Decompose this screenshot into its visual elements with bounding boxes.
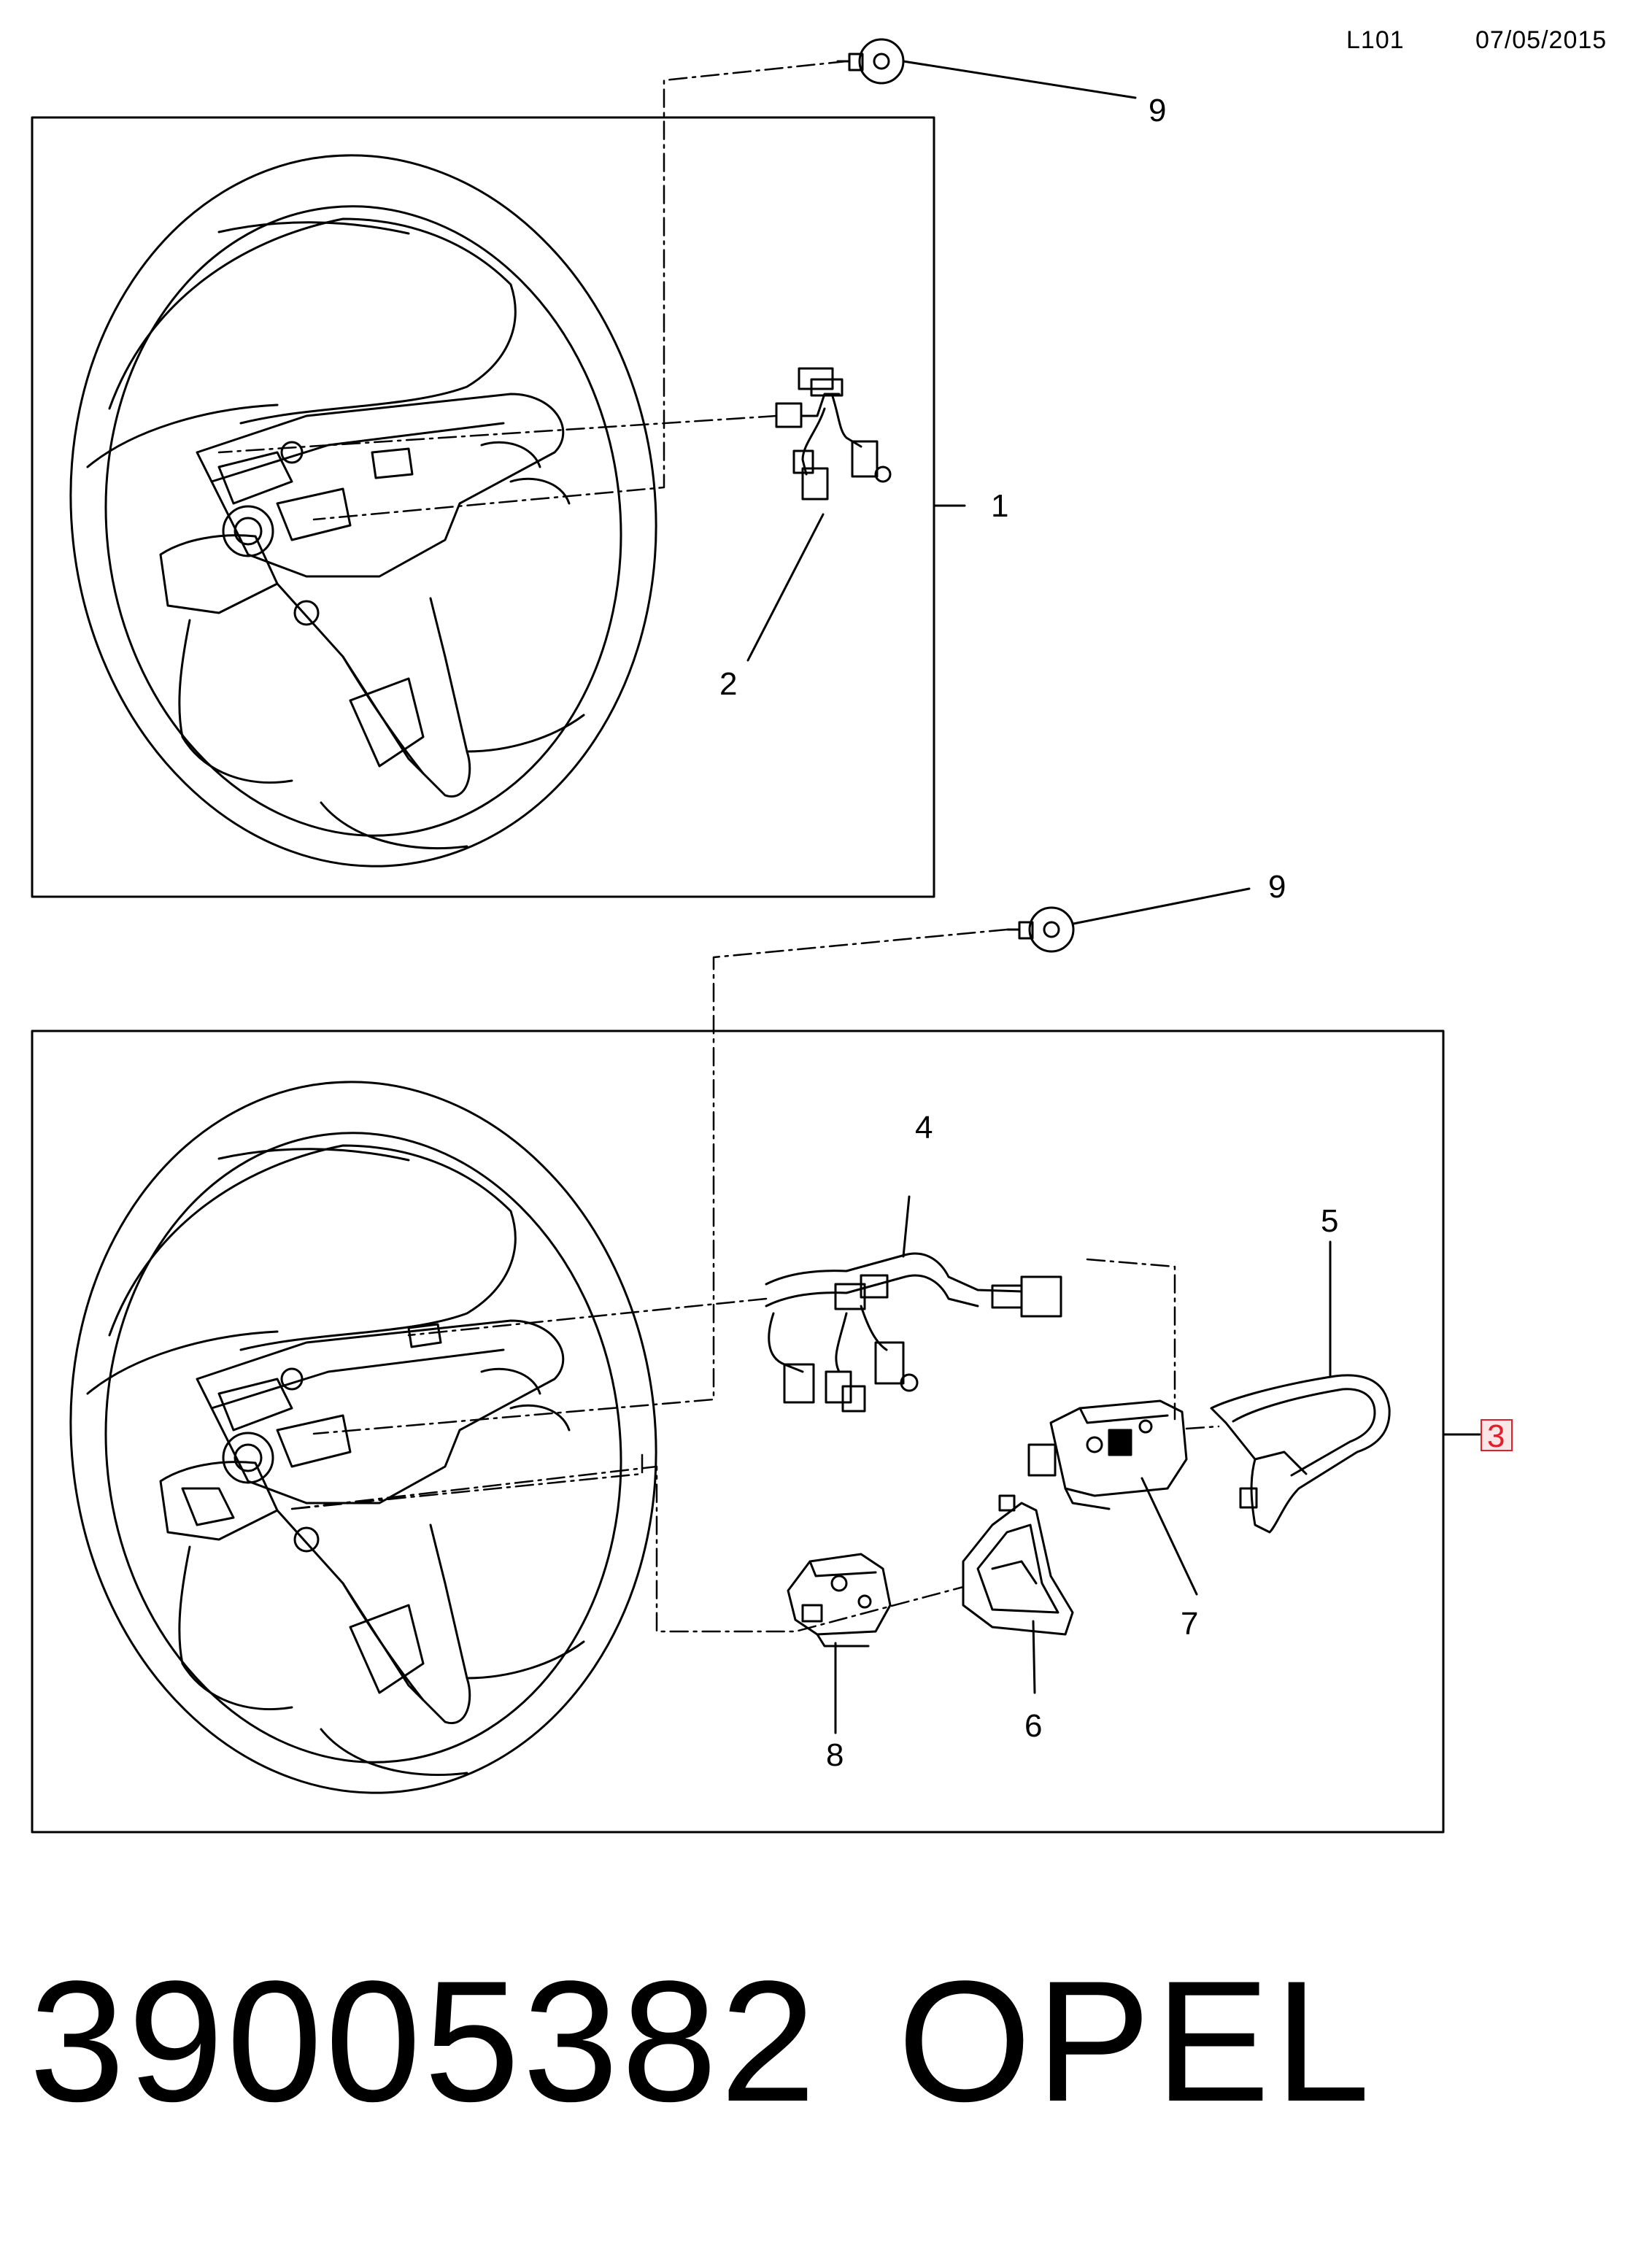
callout-1: 1 [991,488,1008,524]
callout-leader-4 [902,1195,911,1258]
part-number: 39005382 [29,1945,819,2138]
callout-3-highlight [1481,1419,1513,1451]
callout-leader-6 [1032,1620,1036,1694]
upper-harness-part-2 [775,367,892,501]
lower-screw-part-9 [1006,887,1251,953]
right-switch-part-7 [1027,1399,1188,1510]
callout-4: 4 [915,1110,933,1146]
lower-steering-wheel [69,1081,657,1794]
callout-leader-7 [1140,1477,1198,1596]
trim-cover-part-5 [1210,1374,1391,1534]
lower-assembly-frame [31,1030,1445,1834]
trim-cover-part-6 [962,1494,1074,1636]
callout-8: 8 [826,1737,844,1773]
callout-2: 2 [719,666,737,702]
callout-9-mid: 9 [1268,869,1286,905]
upper-steering-wheel [69,154,657,868]
upper-dashed-guides [217,60,848,521]
callout-3: 3 [1487,1418,1505,1454]
callout-6: 6 [1024,1708,1042,1744]
upper-screw-part-9 [836,38,1137,99]
left-switch-part-8 [787,1553,892,1648]
upper-assembly-frame [31,116,935,898]
brand-name: OPEL [898,1945,1375,2138]
diagram-code: L101 [1346,26,1405,54]
diagram-date: 07/05/2015 [1475,26,1607,54]
callout-7: 7 [1181,1606,1198,1642]
callout-leader-2 [746,513,825,662]
lower-dashed-guides [290,928,1220,1633]
lower-harness-part-4 [765,1252,1062,1413]
callout-9-top: 9 [1149,93,1166,128]
callout-5: 5 [1321,1203,1338,1239]
